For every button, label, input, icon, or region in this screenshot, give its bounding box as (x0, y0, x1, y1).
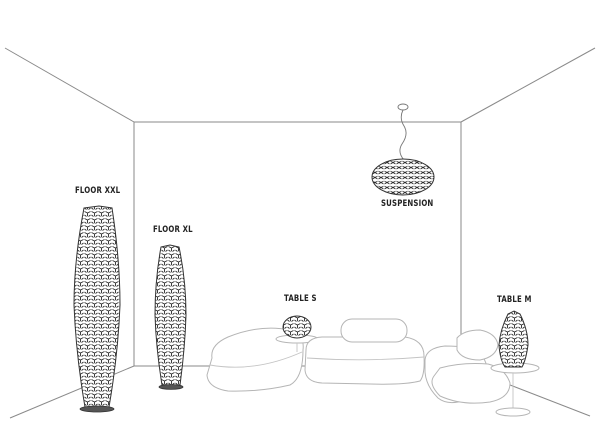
label-suspension: SUSPENSION (381, 199, 434, 209)
label-floor-xxl: FLOOR XXL (75, 186, 121, 196)
sofa-center-module (304, 318, 425, 385)
label-table-s: TABLE S (284, 294, 317, 304)
table-m-lamp (490, 310, 540, 417)
floor-xl-lamp (154, 244, 187, 390)
floor-xxl-lamp (73, 205, 121, 413)
sofa-right-module (424, 329, 511, 404)
label-floor-xl: FLOOR XL (153, 225, 193, 235)
suspension-lamp (371, 103, 435, 196)
sofa-left-module (206, 327, 304, 392)
label-table-m: TABLE M (497, 295, 532, 305)
